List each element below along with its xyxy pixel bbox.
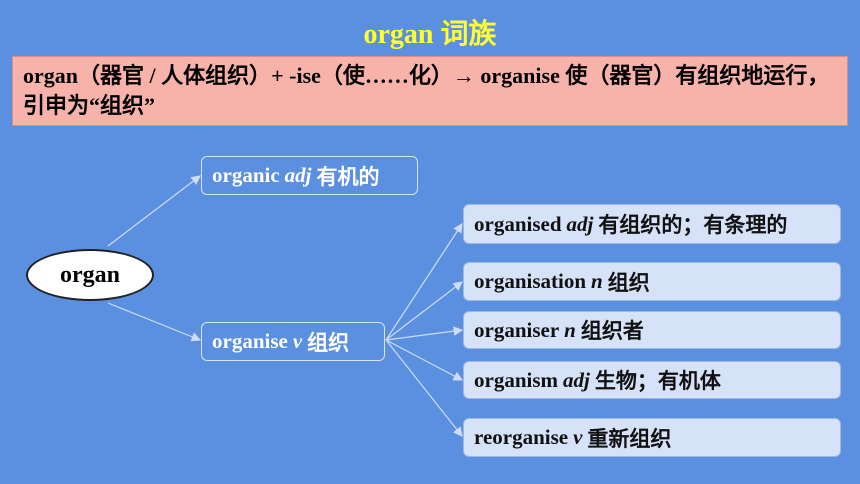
meaning: 组织	[607, 270, 650, 295]
part-of-speech: v	[292, 329, 303, 353]
word: organised	[474, 211, 562, 236]
arrow-to-organisation	[385, 281, 463, 341]
derivative-organism: organism adj 生物；有机体	[463, 361, 841, 399]
meaning: 有组织的；有条理的	[598, 213, 788, 237]
part-of-speech: v	[573, 425, 583, 449]
arrow-to-organic	[107, 175, 201, 247]
arrow-to-organise	[107, 302, 202, 342]
word: organic	[212, 163, 280, 187]
part-of-speech: adj	[563, 367, 590, 392]
word: organisation	[474, 269, 587, 293]
meaning: 组织者	[580, 319, 644, 343]
part-of-speech: adj	[566, 211, 594, 236]
meaning: 重新组织	[587, 426, 672, 451]
arrow-to-organism	[385, 339, 464, 381]
meaning: 有机的	[316, 164, 380, 189]
part-of-speech: n	[591, 269, 603, 293]
root-word-node: organ	[26, 249, 154, 301]
meaning: 组织	[307, 330, 350, 355]
branch-organic: organic adj 有机的	[201, 156, 418, 195]
derivative-reorganise: reorganise v 重新组织	[463, 418, 841, 457]
branch-organise: organise v 组织	[201, 322, 385, 361]
arrow-to-organised	[385, 222, 463, 341]
arrow-to-reorganise	[385, 339, 463, 437]
word: organise	[212, 329, 288, 353]
derivative-organisation: organisation n 组织	[463, 262, 841, 301]
derivative-organised: organised adj 有组织的；有条理的	[463, 204, 841, 244]
meaning: 生物；有机体	[594, 369, 721, 393]
part-of-speech: adj	[284, 163, 312, 187]
etymology-banner: organ（器官 / 人体组织）+ -ise（使……化）→ organise 使…	[12, 56, 848, 126]
word: organism	[474, 367, 558, 392]
word: organiser	[474, 317, 560, 342]
arrow-to-organiser	[385, 326, 464, 341]
word: reorganise	[474, 425, 569, 449]
part-of-speech: n	[564, 317, 576, 342]
page-title: organ 词族	[363, 19, 497, 50]
derivative-organiser: organiser n 组织者	[463, 311, 841, 349]
